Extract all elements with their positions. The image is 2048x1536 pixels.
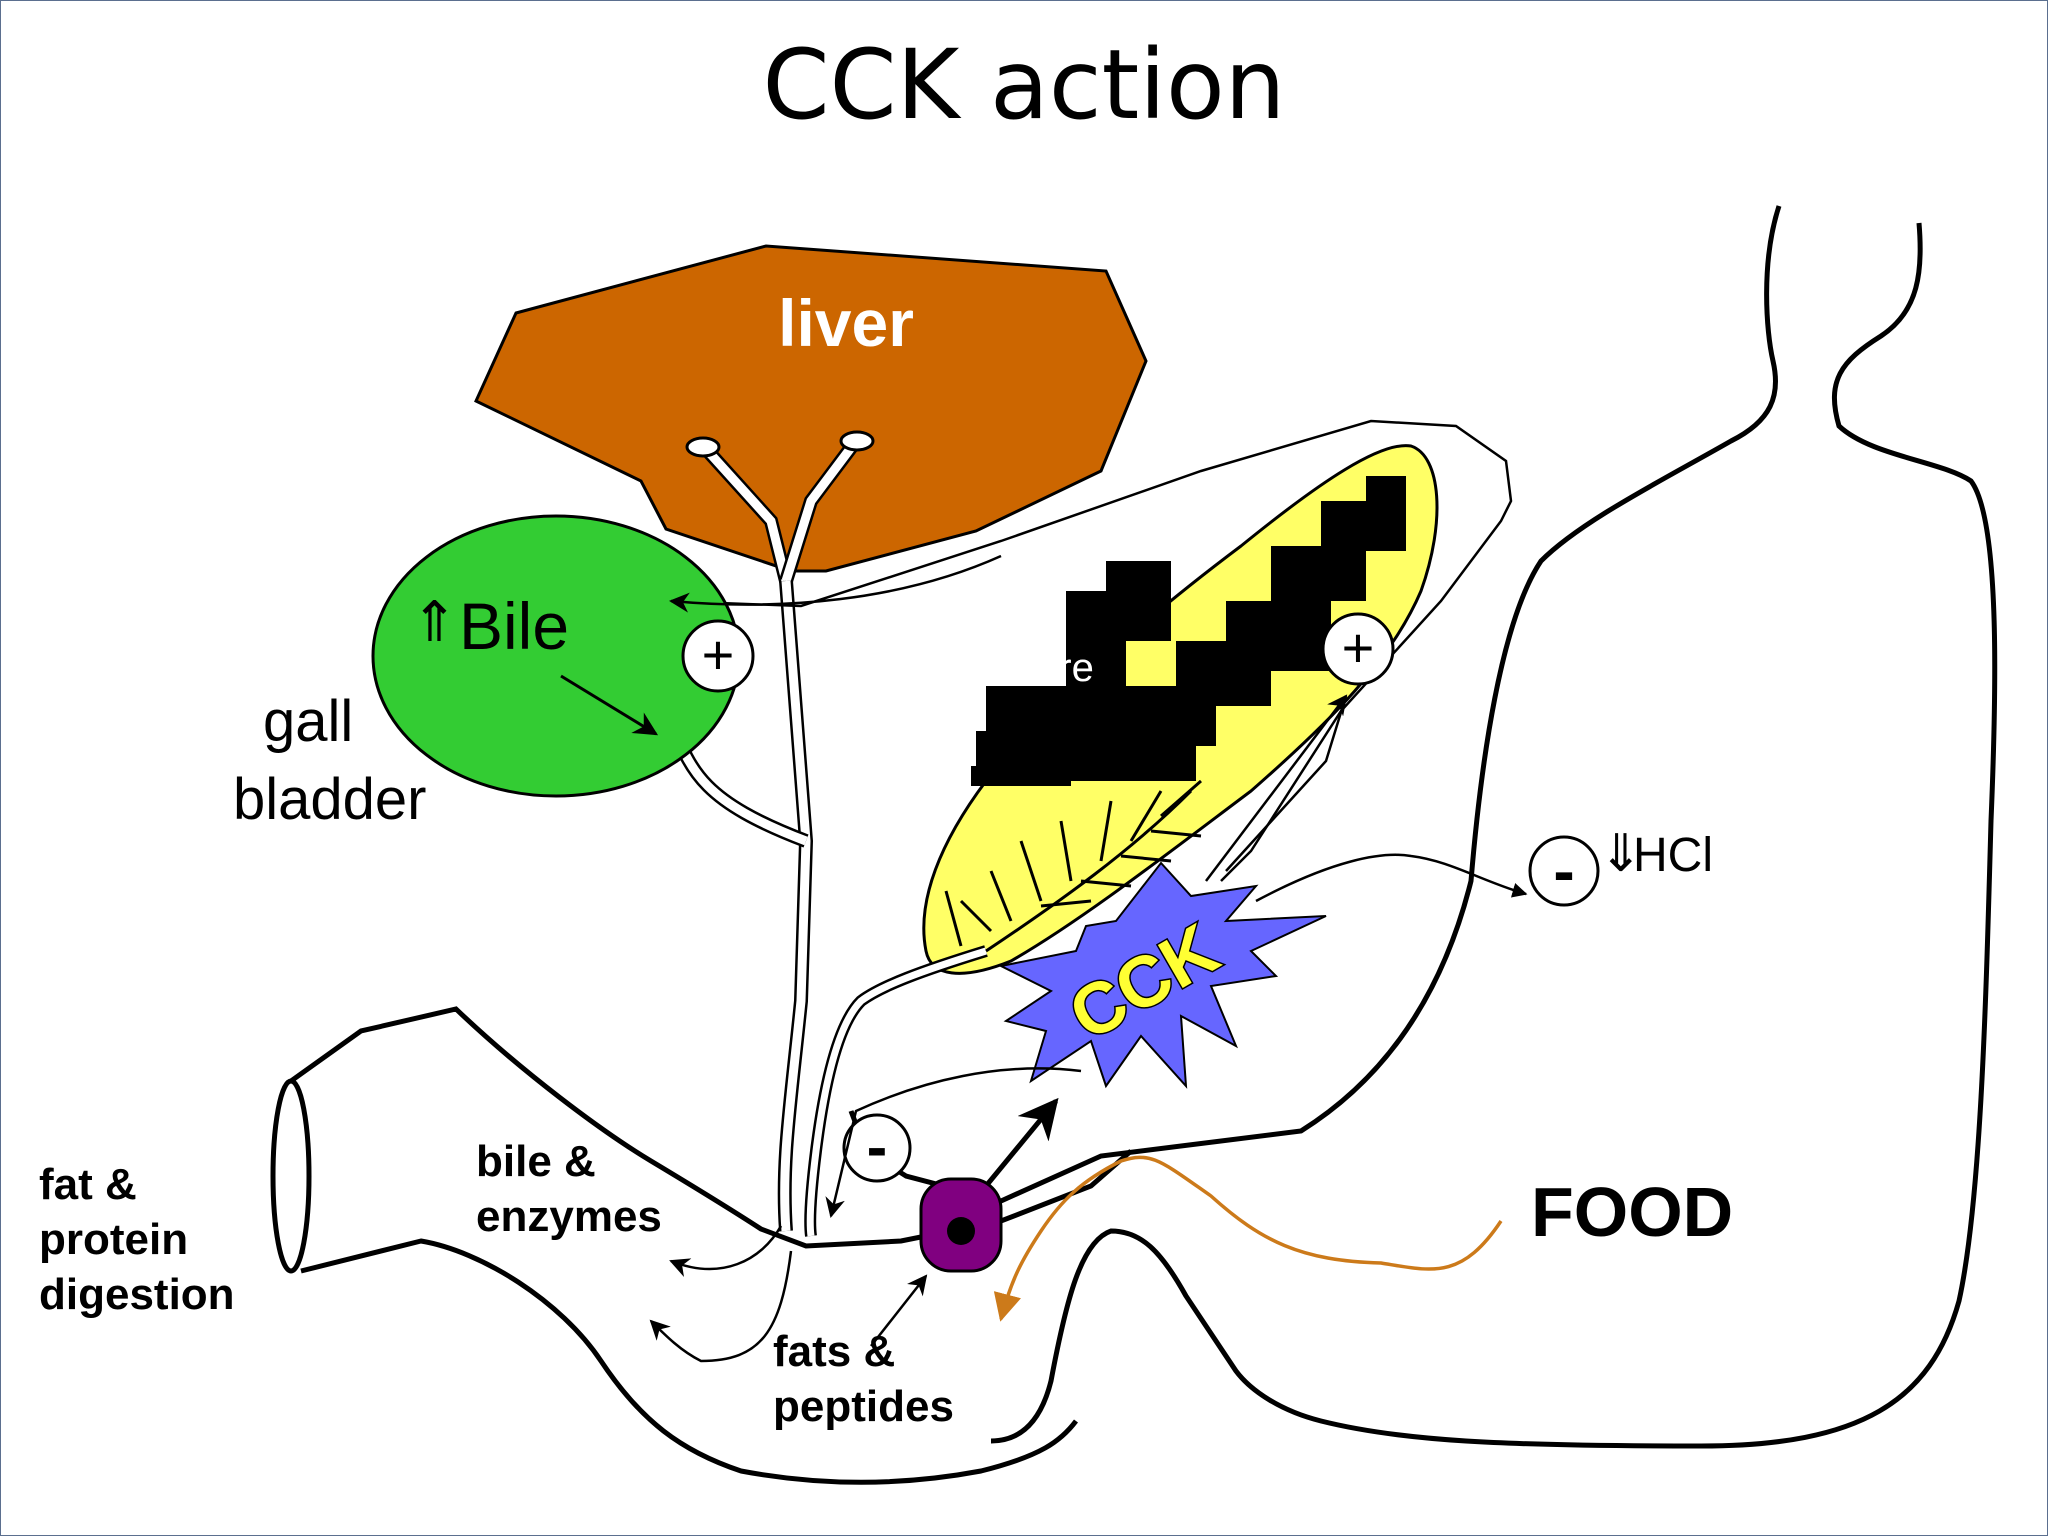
stomach-minus-sign: -	[1553, 835, 1574, 907]
bile-enzymes-arrow	[669, 1225, 783, 1277]
stomach-minus-circle	[1528, 835, 1600, 907]
duodenum-lower-wall	[300, 1238, 1078, 1485]
gall-bladder-plus-circle	[681, 619, 755, 693]
gall-label: gall	[263, 689, 353, 754]
bile-label: Bile	[459, 589, 569, 663]
pancreas-label-fragment: ncre	[1016, 646, 1094, 690]
slide-title: CCK action	[762, 29, 1286, 141]
food-label: FOOD	[1531, 1173, 1733, 1251]
bile-up-arrow: ⇑	[411, 590, 458, 653]
fats-to-cell-arrow	[870, 1274, 928, 1347]
liver-shape	[474, 244, 1148, 573]
fat-protein-label-1: fat &	[39, 1160, 137, 1209]
fat-protein-label-2: protein	[39, 1215, 188, 1264]
hepatic-duct-right-end	[839, 430, 875, 452]
pancreas-redaction-blocks	[971, 476, 1406, 786]
hepatic-duct-left-inner	[702, 445, 791, 583]
gall-bladder-stim-line	[1225, 695, 1348, 872]
stomach-outline-outer	[990, 222, 1998, 1449]
fat-protein-label-3: digestion	[39, 1270, 235, 1319]
duodenum-minus-sign: -	[867, 1113, 888, 1182]
duodenum-opening	[270, 1078, 312, 1274]
hcl-down-arrow: ⇓	[1599, 825, 1643, 883]
cell-to-cck-arrow	[984, 1097, 1059, 1188]
stomach-outline	[848, 205, 1782, 1204]
pancreas-plus-circle	[1321, 612, 1395, 686]
hepatic-duct-left-end	[685, 436, 721, 458]
cck-to-stomach-arrow	[1255, 853, 1528, 903]
duodenum-minus-circle	[842, 1113, 912, 1183]
cck-to-gall-bladder-arrow	[1205, 694, 1348, 882]
hcl-label: HCl	[1633, 829, 1713, 882]
liver-label: liver	[778, 286, 914, 360]
hepatic-duct-right-inner	[781, 438, 860, 583]
pancreatic-duct-inner	[806, 947, 988, 1237]
cck-burst	[997, 861, 1327, 1089]
bile-enzymes-label-2: enzymes	[476, 1192, 662, 1241]
bile-enzymes-label-1: bile &	[476, 1137, 596, 1186]
pancreas-plus-sign: +	[1342, 616, 1375, 679]
fat-digestion-arrow	[649, 1250, 793, 1363]
bile-flow-arrow	[560, 674, 659, 736]
duodenum-upper-wall	[289, 1006, 1133, 1249]
fats-peptides-label-1: fats &	[773, 1327, 895, 1376]
pancreas-duct-branches	[944, 779, 1202, 953]
gall-bladder-plus-sign: +	[702, 623, 735, 686]
cck-to-sphincter-arrow	[825, 1067, 1082, 1218]
food-path	[993, 1155, 1503, 1322]
common-bile-duct-inner	[780, 580, 811, 1232]
i-cell-nucleus	[947, 1217, 975, 1245]
bladder-label: bladder	[233, 767, 426, 832]
fats-peptides-label-2: peptides	[773, 1382, 954, 1431]
liver-to-gallbladder-arrow	[669, 554, 1002, 613]
